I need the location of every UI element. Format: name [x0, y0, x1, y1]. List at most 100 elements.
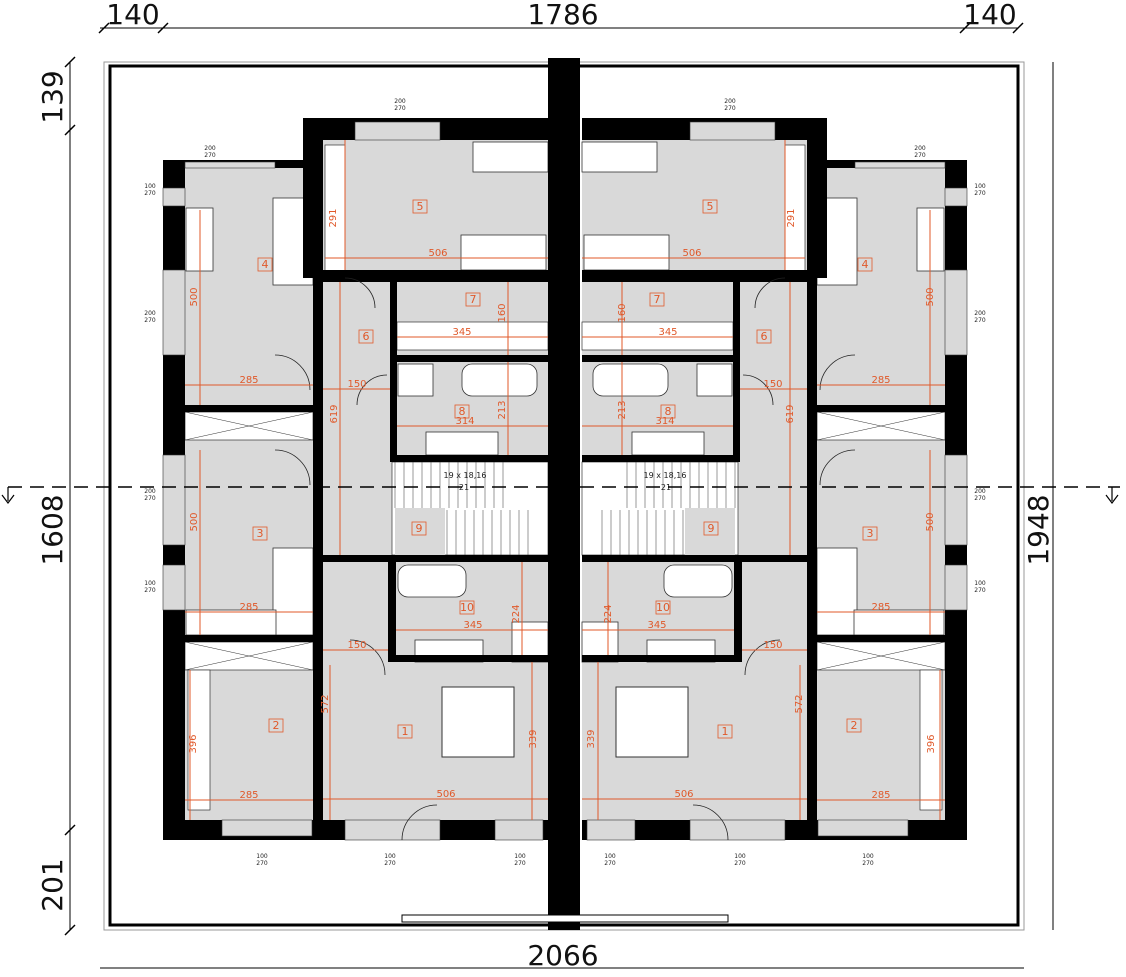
section-arrow-right-icon: [1105, 487, 1119, 504]
right-unit-room-number-2: 2: [851, 719, 858, 732]
left-unit-window-label-size: 200: [144, 488, 156, 495]
right-unit-dim-room1-length: 339: [586, 729, 597, 748]
left-unit-wall: [185, 635, 313, 642]
right-unit-sinks-room8: [631, 431, 705, 456]
right-unit-room-number-box: [703, 521, 719, 536]
left-unit-bed-room5: [460, 234, 547, 271]
right-unit-window-label-size: 100: [862, 853, 874, 860]
party-wall: [548, 58, 580, 930]
right-unit-dim-room5-wardrobe: 291: [786, 208, 797, 227]
left-unit-room-number-box: [465, 292, 481, 307]
right-unit-dim-room8-length: 213: [617, 400, 628, 419]
right-unit-window-label-size: 100: [974, 580, 986, 587]
dim-tick: [64, 56, 76, 68]
right-unit-room-number-8: 8: [665, 405, 672, 418]
right-unit-room-number-9: 9: [708, 522, 715, 535]
right-unit-dim-room1-door-dim: 572: [794, 694, 805, 713]
right-unit-dim-room2-length: 396: [926, 734, 937, 753]
left-unit-dim-room7-length: 160: [497, 303, 508, 322]
left-unit-window: [344, 819, 441, 841]
dim-top-center: 1786: [527, 0, 598, 31]
left-unit-wall: [322, 555, 548, 562]
left-unit-window-label-height: 270: [394, 105, 406, 112]
dim-tick: [64, 124, 76, 136]
right-unit-dim-room4-length: 500: [925, 287, 936, 306]
right-unit-room-number-box: [655, 600, 671, 615]
left-unit-wall: [390, 355, 548, 362]
right-unit-wall: [582, 555, 808, 562]
left-unit-room-number-9: 9: [416, 522, 423, 535]
right-unit-desk-room5: [581, 141, 658, 173]
left-unit-room-number-box: [454, 404, 470, 419]
left-unit-room-number-4: 4: [262, 258, 269, 271]
entrance-grate: [401, 914, 729, 923]
right-unit-bed-room5: [583, 234, 670, 271]
left-unit-window-label-height: 270: [384, 860, 396, 867]
left-unit-dim-room7-width: 345: [452, 327, 471, 338]
left-unit-door-swing: [274, 449, 311, 486]
dim-left-top: 139: [36, 70, 69, 123]
right-unit-dim-room6-length: 619: [785, 404, 796, 423]
right-unit-wardrobe-x: [816, 641, 946, 671]
right-unit-dim-room5-width: 506: [682, 248, 701, 259]
left-unit-window-label-size: 200: [144, 310, 156, 317]
left-unit-window-label-size: 100: [144, 580, 156, 587]
left-unit-dim-room2-length: 396: [188, 734, 199, 753]
right-unit-wardrobe-room2: [919, 669, 943, 811]
right-unit-room-number-box: [702, 199, 718, 214]
left-unit-window-label-size: 100: [144, 183, 156, 190]
left-unit-window: [162, 269, 186, 356]
right-unit-room-number-10: 10: [656, 601, 670, 614]
right-unit-bathtub-room10: [663, 564, 733, 598]
left-unit-stairs-spec: 19 x 18,16: [444, 471, 487, 480]
dim-right: 1948: [1022, 494, 1055, 565]
left-unit-window-label-size: 100: [514, 853, 526, 860]
left-unit-dim-room1-width: 506: [436, 789, 455, 800]
left-unit-wall: [388, 655, 548, 662]
left-unit-wardrobe-x: [184, 641, 314, 671]
right-unit-wall: [582, 655, 742, 662]
left-unit-room-number-3: 3: [257, 527, 264, 540]
left-unit-dim-corridor-width: 150: [347, 640, 366, 651]
left-unit-room-number-8: 8: [459, 405, 466, 418]
left-unit-landing-room9: [395, 508, 445, 555]
left-unit-dim-room6-width: 150: [347, 379, 366, 390]
dim-tick: [959, 22, 971, 34]
right-unit-landing-room9: [685, 508, 735, 555]
left-unit-wall: [323, 270, 548, 282]
left-unit-window-label-height: 270: [144, 495, 156, 502]
right-unit-window-label-height: 270: [974, 317, 986, 324]
left-unit-wardrobe-room2: [187, 669, 211, 811]
left-unit-wardrobe-x: [184, 411, 314, 441]
right-unit-double-bed: [615, 686, 689, 758]
right-unit-room-number-7: 7: [654, 293, 661, 306]
left-unit-wall: [388, 555, 396, 662]
left-unit-dim-room10-length: 224: [511, 604, 522, 623]
right-unit-bed-room3: [816, 547, 858, 636]
dim-top-right: 140: [963, 0, 1016, 31]
right-unit-room-number-6: 6: [761, 330, 768, 343]
right-unit-window-label-size: 200: [974, 488, 986, 495]
left-unit-wall: [303, 118, 323, 278]
right-unit-window: [689, 819, 786, 841]
left-unit-room-number-box: [252, 526, 268, 541]
left-unit-bathtub-room10: [397, 564, 467, 598]
right-unit-window: [689, 121, 776, 141]
right-unit-dim-room10-length: 224: [603, 604, 614, 623]
right-unit-bathtub-room8: [592, 363, 669, 397]
right-unit-window-label-size: 100: [974, 183, 986, 190]
left-unit-window-label-height: 270: [144, 317, 156, 324]
right-unit-shower-room8: [696, 363, 733, 397]
left-unit-dim-room8-length: 213: [497, 400, 508, 419]
right-unit-window-label-size: 200: [974, 310, 986, 317]
dim-left-bottom: 201: [36, 858, 69, 911]
right-unit-dim-room2-width: 285: [871, 790, 890, 801]
right-unit-wall: [817, 635, 945, 642]
right-unit-room-number-5: 5: [707, 200, 714, 213]
right-unit-window-label-height: 270: [914, 152, 926, 159]
left-unit-sinks-room8: [425, 431, 499, 456]
right-unit-window-label-height: 270: [862, 860, 874, 867]
right-unit-dim-room6-width: 150: [763, 379, 782, 390]
left-unit-room-number-box: [358, 329, 374, 344]
left-unit-window: [494, 819, 544, 841]
